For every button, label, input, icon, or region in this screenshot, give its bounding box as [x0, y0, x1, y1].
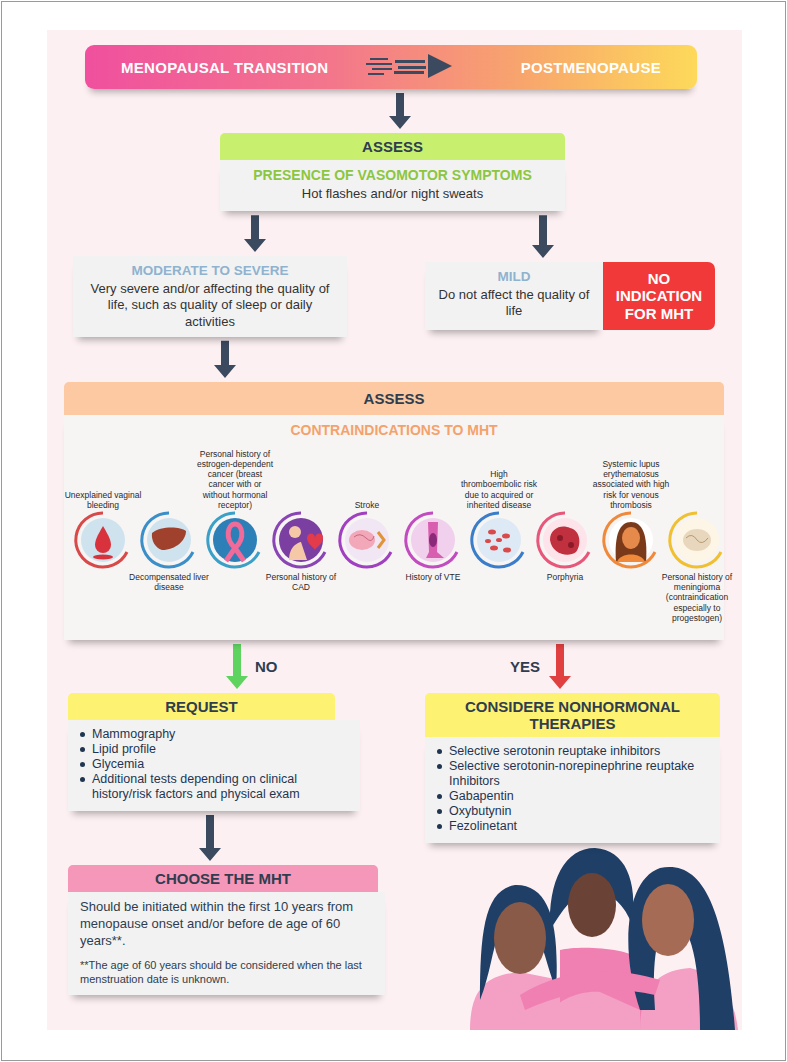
- bullet-dot: [437, 749, 442, 754]
- stage-label: POSTMENOPAUSE: [521, 59, 661, 76]
- flow-arrow: [549, 644, 571, 689]
- contraindication-label: Porphyria: [525, 572, 605, 582]
- bullet-dot: [80, 747, 85, 752]
- bullet-item: Mammography: [80, 727, 348, 742]
- flow-box: REQUEST MammographyLipid profileGlycemiaA…: [68, 693, 360, 811]
- stage-label: MENOPAUSAL TRANSITION: [121, 59, 328, 76]
- bullet-dot: [80, 762, 85, 767]
- edge-label: NO: [255, 658, 278, 675]
- bullet-text: Oxybutynin: [449, 804, 512, 819]
- flow-box: NO INDICATION FOR MHT: [603, 262, 715, 330]
- warning-text: NO INDICATION FOR MHT: [611, 270, 707, 322]
- header-text: ASSESS: [228, 138, 557, 155]
- body-text: Very severe and/or affecting the quality…: [83, 281, 337, 330]
- contraindication-label: History of VTE: [393, 572, 473, 582]
- box-body: Should be initiated within the first 10 …: [68, 892, 385, 995]
- contraindication-label: Stroke: [327, 500, 407, 510]
- box-body: MammographyLipid profileGlycemiaAddition…: [68, 720, 360, 811]
- bullet-dot: [437, 824, 442, 829]
- bullet-dot: [80, 732, 85, 737]
- box-header: ASSESS: [64, 382, 724, 415]
- header-text: ASSESS: [72, 390, 716, 407]
- flow-arrow: [532, 215, 554, 258]
- bullet-text: Selective serotonin-norepinephrine reupt…: [449, 759, 708, 789]
- bullet-text: Selective serotonin reuptake inhibitors: [449, 744, 660, 759]
- bullet-text: Mammography: [92, 727, 175, 742]
- body-text: Should be initiated within the first 10 …: [80, 899, 373, 950]
- transition-arrow: [0, 0, 787, 100]
- bullet-dot: [80, 777, 85, 782]
- bullet-item: Glycemia: [80, 757, 348, 772]
- contraindication-label: Personal history of estrogen-dependent c…: [195, 449, 275, 510]
- body-text: Do not affect the quality of life: [435, 287, 593, 320]
- bullet-item: Lipid profile: [80, 742, 348, 757]
- bullet-item: Oxybutynin: [437, 804, 708, 819]
- flow-box: MILD Do not affect the quality of life: [425, 262, 603, 330]
- box-header: CHOOSE THE MHT: [68, 865, 378, 892]
- bullet-item: Selective serotonin reuptake inhibitors: [437, 744, 708, 759]
- severity-heading: MODERATE TO SEVERE: [83, 263, 337, 278]
- contraindication-label: Personal history of meningioma (contrain…: [657, 572, 737, 623]
- flow-box: ASSESS PRESENCE OF VASOMOTOR SYMPTOMS Hot …: [220, 133, 565, 211]
- box-header: CONSIDERE NONHORMONAL THERAPIES: [425, 693, 720, 737]
- contraindication-label: High thromboembolic risk due to acquired…: [459, 469, 539, 510]
- header-text: CONSIDERE NONHORMONAL THERAPIES: [433, 698, 712, 732]
- bullet-text: Fezolinetant: [449, 819, 517, 834]
- footnote: **The age of 60 years should be consider…: [80, 958, 373, 987]
- contraindication-label: Personal history of CAD: [261, 572, 341, 592]
- contraindication-label: Unexplained vaginal bleeding: [63, 490, 143, 510]
- bullet-item: Gabapentin: [437, 789, 708, 804]
- box-body: Selective serotonin reuptake inhibitorsS…: [425, 737, 720, 843]
- severity-heading: MILD: [435, 269, 593, 284]
- bullet-item: Selective serotonin-norepinephrine reupt…: [437, 759, 708, 789]
- bullet-text: Gabapentin: [449, 789, 514, 804]
- bullet-dot: [437, 764, 442, 769]
- flow-box: MENOPAUSAL TRANSITION POSTMENOPAUSE: [85, 45, 697, 89]
- flow-arrow: [244, 215, 266, 252]
- body-text: Hot flashes and/or night sweats: [232, 186, 553, 202]
- bullet-dot: [437, 809, 442, 814]
- bullet-text: Glycemia: [92, 757, 144, 772]
- header-text: CHOOSE THE MHT: [76, 870, 370, 887]
- box-header: REQUEST: [68, 693, 335, 720]
- bullet-item: Additional tests depending on clinical h…: [80, 772, 348, 802]
- women-figures: [470, 848, 738, 1030]
- flow-box: MODERATE TO SEVERE Very severe and/or aff…: [73, 256, 347, 337]
- flow-box: CONSIDERE NONHORMONAL THERAPIES Selective…: [425, 693, 720, 843]
- box-body: PRESENCE OF VASOMOTOR SYMPTOMS Hot flashe…: [220, 160, 565, 211]
- box-header: ASSESS: [220, 133, 565, 160]
- bullet-text: Additional tests depending on clinical h…: [92, 772, 348, 802]
- contraindication-label: Systemic lupus erythematosus associated …: [591, 459, 671, 510]
- subheading: PRESENCE OF VASOMOTOR SYMPTOMS: [232, 167, 553, 183]
- contraindication-label: Decompensated liver disease: [129, 572, 209, 592]
- flow-box: ASSESS CONTRAINDICATIONS TO MHT: [64, 382, 724, 640]
- flow-arrow: [226, 644, 248, 689]
- flow-arrow: [214, 341, 236, 378]
- subheading: CONTRAINDICATIONS TO MHT: [76, 422, 712, 438]
- header-text: REQUEST: [76, 698, 327, 715]
- flow-box: CHOOSE THE MHT Should be initiated within…: [68, 865, 385, 995]
- bullet-dot: [437, 794, 442, 799]
- edge-label: YES: [510, 658, 540, 675]
- flow-arrow: [199, 815, 221, 861]
- bullet-text: Lipid profile: [92, 742, 156, 757]
- bullet-item: Fezolinetant: [437, 819, 708, 834]
- flow-arrow: [389, 93, 411, 129]
